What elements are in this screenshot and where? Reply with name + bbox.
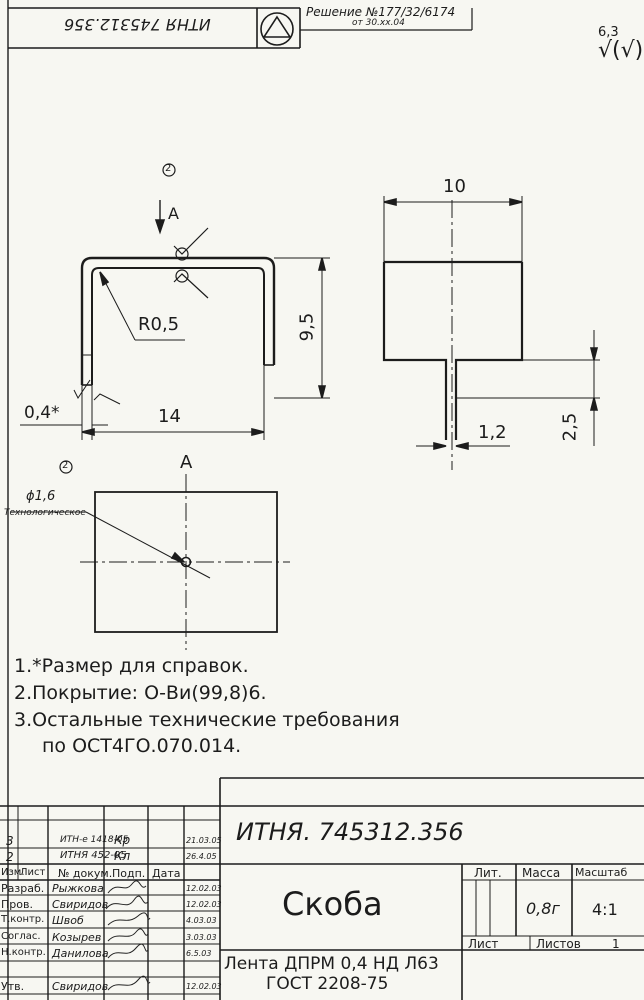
dim-wire: 0,4* <box>24 403 60 423</box>
person-date: 12.02.03 <box>186 884 222 893</box>
front-view <box>20 163 330 440</box>
rev-date: 21.03.05 <box>186 836 222 845</box>
title-block-lines <box>0 777 644 1000</box>
role: Утв. <box>1 980 25 993</box>
role: Разраб. <box>1 882 45 895</box>
hdr-izm: Изм. <box>1 867 25 878</box>
material-line1: Лента ДПРМ 0,4 НД Л63 <box>224 954 439 974</box>
hole-note: Технологическое <box>4 508 86 518</box>
position-mark: 2 <box>165 163 172 174</box>
stamp-decision-line1: Решение №177/32/6174 <box>306 5 456 19</box>
person-name: Швоб <box>52 914 84 927</box>
part-name: Скоба <box>282 885 383 923</box>
rev-change: 2 <box>6 850 14 864</box>
rev-doc: ИТН-е 1418-05 <box>60 835 129 845</box>
scale-value: 4:1 <box>592 900 618 919</box>
col-lit: Лит. <box>474 866 502 880</box>
rev-sign: Кр <box>114 833 131 847</box>
hdr-date: Дата <box>152 867 181 880</box>
person-date: 6.5.03 <box>186 949 212 958</box>
view-a-title: A <box>180 452 193 473</box>
note-1: 1.*Размер для справок. <box>14 655 249 677</box>
roughness-value: 6,3 <box>598 25 619 40</box>
sheets-count: 1 <box>612 937 620 951</box>
col-mass: Масса <box>522 866 561 880</box>
hdr-sign: Подп. <box>112 867 146 880</box>
rev-sign: Кл <box>114 849 131 863</box>
person-name: Козырев <box>52 931 102 944</box>
person-name: Свиридов <box>52 898 109 911</box>
radius-label: R0,5 <box>138 314 180 335</box>
sheets-label: Листов <box>536 937 581 951</box>
note-4: по ОСТ4ГО.070.014. <box>42 735 242 757</box>
view-arrow-label: A <box>168 204 179 223</box>
side-width: 10 <box>443 176 466 197</box>
roughness-symbol: √(√) <box>598 38 644 63</box>
hole-diameter: ϕ1,6 <box>26 489 56 504</box>
role: Т.контр. <box>1 914 45 925</box>
person-date: 12.02.03 <box>186 982 222 991</box>
stamp-decision-line2: от 30.xx.04 <box>352 18 405 28</box>
title-doc-number: ИТНЯ. 745312.356 <box>236 818 464 846</box>
side-leg-width: 1,2 <box>478 422 507 443</box>
dim-width: 14 <box>158 406 181 427</box>
side-view <box>382 196 600 470</box>
material-line2: ГОСТ 2208-75 <box>266 974 389 994</box>
view-a <box>10 460 290 650</box>
rev-doc: ИТНЯ 452-05 <box>60 850 127 861</box>
note-3: 3.Остальные технические требования <box>14 709 400 731</box>
person-date: 4.03.03 <box>186 916 217 925</box>
rev-change: 3 <box>6 834 14 848</box>
rev-date: 26.4.05 <box>186 852 217 861</box>
person-name: Данилова <box>52 947 109 960</box>
sheet-label: Лист <box>468 937 499 951</box>
person-date: 3.03.03 <box>186 933 217 942</box>
revision-triangle-icon <box>260 12 294 46</box>
hdr-doc: № докум. <box>58 867 113 880</box>
role: Н.контр. <box>1 947 46 958</box>
role: Соглас. <box>1 931 41 942</box>
person-name: Рыжкова <box>52 882 104 895</box>
mass-value: 0,8г <box>526 899 560 918</box>
person-date: 12.02.03 <box>186 900 222 909</box>
hdr-list: Лист <box>20 867 46 878</box>
role: Пров. <box>1 898 33 911</box>
view-a-mark: 2 <box>62 460 69 471</box>
col-scale: Масштаб <box>575 866 628 879</box>
person-name: Свиридов <box>52 980 109 993</box>
note-2: 2.Покрытие: О-Ви(99,8)6. <box>14 682 267 704</box>
